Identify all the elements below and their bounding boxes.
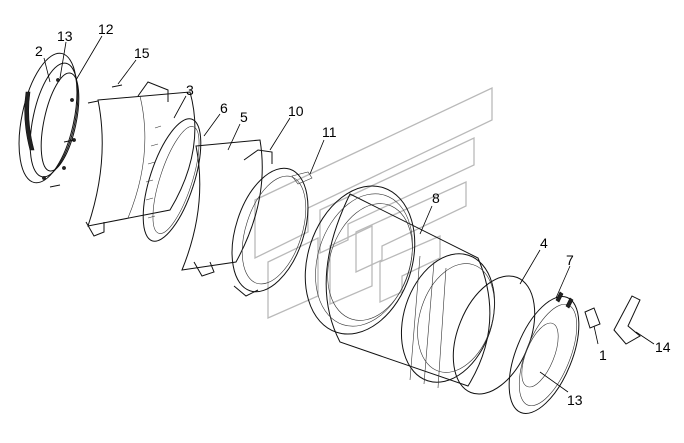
callout-10: 10	[288, 103, 304, 119]
clamp-ring	[231, 149, 313, 297]
end-plate-left	[18, 52, 80, 184]
callout-7: 7	[566, 252, 574, 268]
callout-11: 11	[322, 124, 337, 140]
o-ring	[452, 275, 536, 395]
corrugated-ring	[142, 118, 202, 242]
callout-1: 1	[599, 347, 607, 363]
housing-cylinder	[85, 81, 196, 237]
callout-14: 14	[655, 339, 671, 355]
bolts	[49, 84, 123, 188]
watermark-logo	[254, 86, 493, 319]
callout-15: 15	[134, 45, 150, 61]
callout-8: 8	[432, 190, 440, 206]
callout-5: 5	[240, 109, 248, 125]
callout-13-left: 13	[57, 28, 73, 44]
callout-2: 2	[35, 43, 43, 59]
callout-12: 12	[98, 21, 114, 37]
callout-4: 4	[540, 235, 548, 251]
callout-13-right: 13	[567, 392, 583, 408]
elbow-part	[613, 295, 641, 345]
sleeve-cylinder	[181, 139, 263, 277]
end-cover-right	[508, 291, 580, 414]
callout-3: 3	[186, 82, 194, 98]
callout-6: 6	[220, 100, 228, 116]
leader-lines	[43, 35, 655, 393]
plug-part	[584, 307, 601, 329]
filter-element	[304, 185, 496, 389]
